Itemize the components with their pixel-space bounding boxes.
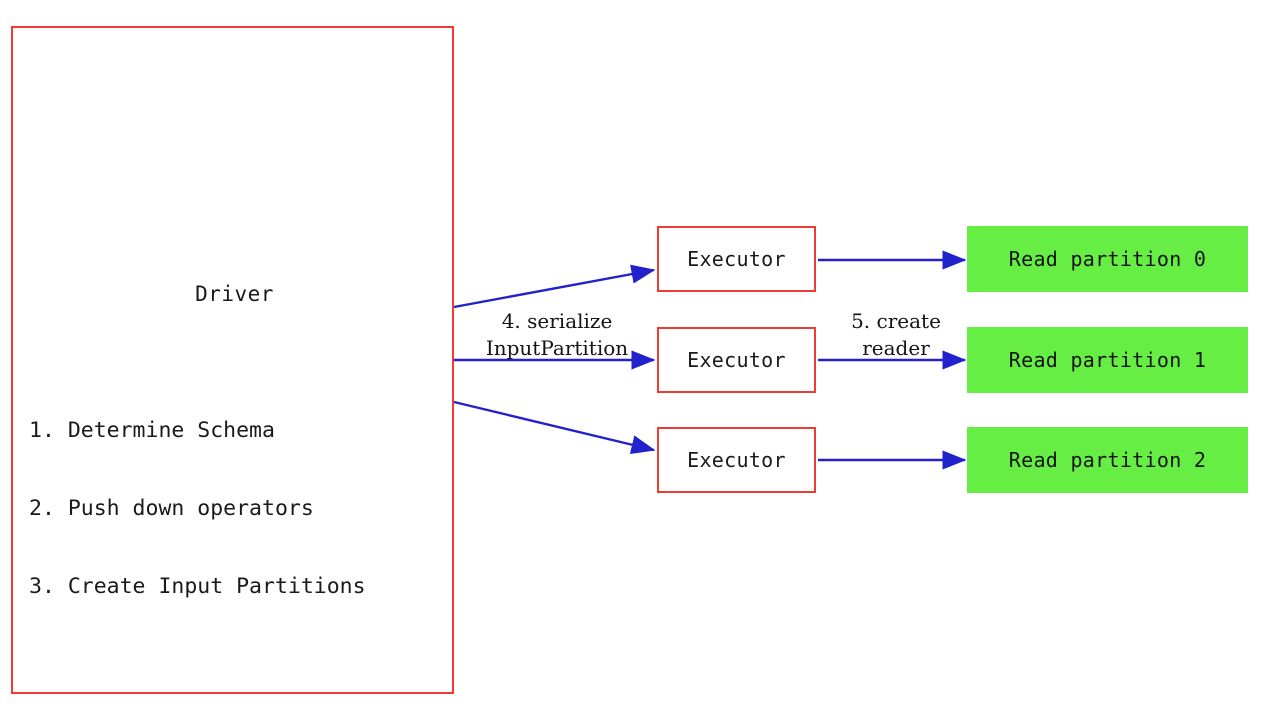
edge-label-serialize-line-1: 4. serialize xyxy=(501,309,613,333)
executor-box-2: Executor xyxy=(657,427,816,493)
driver-steps-list: 1. Determine Schema 2. Push down operato… xyxy=(29,366,366,652)
edge-label-serialize: 4. serialize InputPartition xyxy=(459,308,655,362)
edge-driver-to-executor-0 xyxy=(453,264,656,309)
edge-label-create-reader: 5. create reader xyxy=(826,308,966,362)
executor-box-1: Executor xyxy=(657,327,816,393)
partition-box-2: Read partition 2 xyxy=(967,427,1248,493)
driver-step-2: 2. Push down operators xyxy=(29,496,314,521)
edge-driver-to-executor-2 xyxy=(453,400,656,455)
driver-step-1: 1. Determine Schema xyxy=(29,418,275,443)
driver-title: Driver xyxy=(195,282,274,306)
executor-box-0: Executor xyxy=(657,226,816,292)
partition-box-1: Read partition 1 xyxy=(967,327,1248,393)
driver-step-3: 3. Create Input Partitions xyxy=(29,574,366,599)
edge-label-serialize-line-2: InputPartition xyxy=(485,336,629,360)
driver-box: Driver 1. Determine Schema 2. Push down … xyxy=(11,26,454,694)
edge-label-create-line-1: 5. create xyxy=(851,309,941,333)
edge-label-create-line-2: reader xyxy=(862,336,930,360)
partition-box-0: Read partition 0 xyxy=(967,226,1248,292)
